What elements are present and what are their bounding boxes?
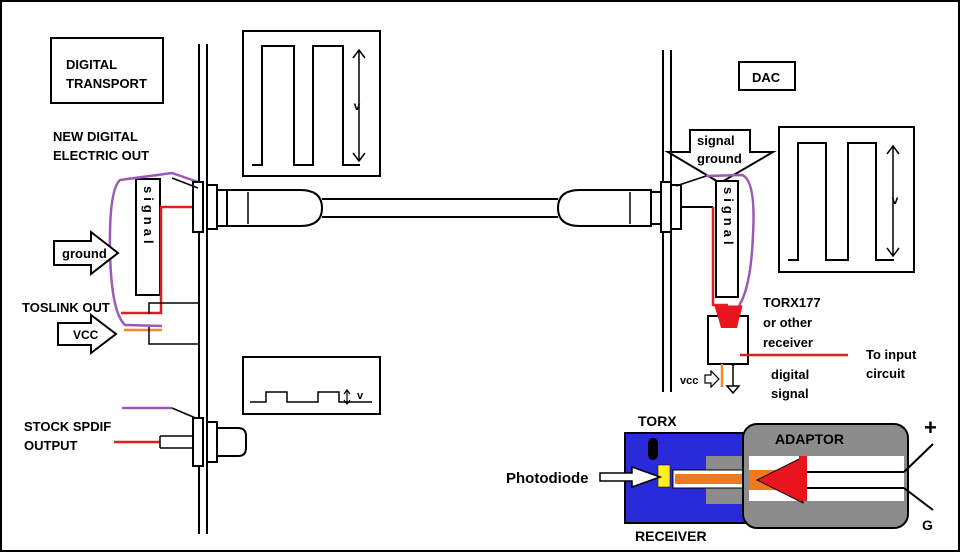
dac-box bbox=[738, 61, 796, 91]
torx-label-line3: receiver bbox=[763, 335, 813, 350]
transport-label-line2: TRANSPORT bbox=[66, 76, 147, 91]
ground-label-left: ground bbox=[62, 246, 107, 261]
signal-pillar-right bbox=[715, 180, 739, 298]
transport-label-line1: DIGITAL bbox=[66, 57, 117, 72]
torx-label-line2: or other bbox=[763, 315, 812, 330]
signal-ground-label-line2: ground bbox=[697, 151, 742, 166]
red-signal-wire-left bbox=[121, 205, 197, 315]
signal-ground-arrow bbox=[664, 129, 777, 185]
square-wave-scope-right bbox=[778, 126, 915, 273]
torx177-receiver bbox=[707, 305, 848, 395]
signal-label-right: signal bbox=[721, 187, 736, 249]
digital-signal-label-line1: digital bbox=[771, 367, 809, 382]
new-out-label-line1: NEW DIGITAL bbox=[53, 129, 138, 144]
adaptor-title: ADAPTOR bbox=[775, 431, 844, 447]
voltage-symbol-right: v bbox=[892, 193, 899, 207]
voltage-symbol-small: v bbox=[357, 390, 364, 402]
red-signal-wire-right bbox=[711, 207, 728, 307]
vcc-arrow-left bbox=[57, 312, 118, 356]
optical-cable bbox=[216, 189, 662, 227]
torx-title: TORX bbox=[638, 413, 677, 429]
torx-label-line1: TORX177 bbox=[763, 295, 821, 310]
adaptor-detail bbox=[742, 423, 934, 529]
square-wave-scope-large bbox=[242, 30, 381, 177]
dac-jack bbox=[660, 175, 713, 233]
transport-jack-top bbox=[171, 177, 218, 233]
digital-signal-label-line2: signal bbox=[771, 386, 809, 401]
square-wave-scope-small bbox=[242, 356, 381, 415]
toslink-out-label: TOSLINK OUT bbox=[22, 300, 110, 315]
signal-label-left: signal bbox=[141, 186, 156, 248]
receiver-title: RECEIVER bbox=[635, 528, 707, 544]
vcc-label-left: VCC bbox=[73, 328, 99, 342]
vcc-label-right: vcc bbox=[680, 375, 698, 387]
signal-ground-label-line1: signal bbox=[697, 133, 735, 148]
plus-sign: + bbox=[924, 415, 937, 440]
vcc-arrow-right bbox=[704, 369, 720, 389]
torx-receiver-detail bbox=[624, 432, 750, 524]
new-out-label-line2: ELECTRIC OUT bbox=[53, 148, 149, 163]
toslink-module-lines bbox=[148, 302, 199, 345]
to-input-label-line2: circuit bbox=[866, 366, 906, 381]
stock-spdif-rca-jack bbox=[159, 417, 247, 467]
ground-arrow-left bbox=[53, 229, 120, 277]
ground-g-label: G bbox=[922, 517, 933, 533]
stock-spdif-label-line1: STOCK SPDIF bbox=[24, 419, 111, 434]
voltage-symbol-top: v bbox=[354, 99, 361, 113]
to-input-label-line1: To input bbox=[866, 347, 917, 362]
photodiode-label: Photodiode bbox=[506, 470, 589, 487]
digital-transport-box bbox=[50, 37, 164, 104]
dac-label: DAC bbox=[752, 70, 781, 85]
stock-spdif-label-line2: OUTPUT bbox=[24, 438, 78, 453]
photodiode-arrow bbox=[599, 465, 663, 489]
